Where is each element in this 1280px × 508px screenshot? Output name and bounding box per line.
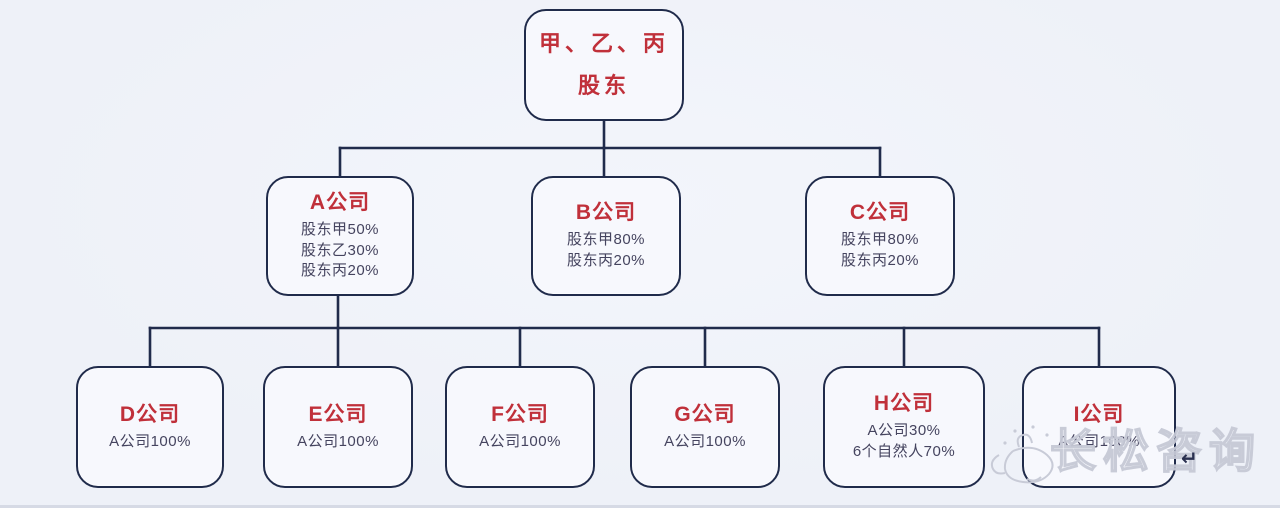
company-i-ownership-1: A公司100% xyxy=(1058,432,1140,450)
company-e-title: E公司 xyxy=(308,402,368,426)
company-g-ownership-1: A公司100% xyxy=(664,432,746,450)
company-b-ownership-2: 股东丙20% xyxy=(566,252,646,270)
bottom-edge-divider xyxy=(0,505,1280,508)
node-company-g: G公司 A公司100% xyxy=(630,366,780,488)
company-a-ownership-2: 股东乙30% xyxy=(300,241,380,259)
root-title-line-2: 股东 xyxy=(577,73,630,98)
company-c-title: C公司 xyxy=(849,201,911,225)
company-c-ownership-1: 股东甲80% xyxy=(840,231,920,249)
company-a-ownership-3: 股东丙20% xyxy=(300,262,380,280)
node-company-e: E公司 A公司100% xyxy=(263,366,413,488)
company-h-title: H公司 xyxy=(873,392,935,416)
company-h-ownership-2: 6个自然人70% xyxy=(852,443,956,461)
node-company-f: F公司 A公司100% xyxy=(445,366,595,488)
node-shareholders-root: 甲、乙、丙 股东 xyxy=(524,9,684,121)
company-c-ownership-2: 股东丙20% xyxy=(840,252,920,270)
company-f-ownership-1: A公司100% xyxy=(479,432,561,450)
company-b-title: B公司 xyxy=(575,201,637,225)
company-h-ownership-1: A公司30% xyxy=(867,422,941,440)
company-a-title: A公司 xyxy=(309,190,371,214)
company-d-title: D公司 xyxy=(119,402,181,426)
company-f-title: F公司 xyxy=(491,402,549,426)
node-company-d: D公司 A公司100% xyxy=(76,366,224,488)
company-i-title: I公司 xyxy=(1073,402,1125,426)
root-title-line-1: 甲、乙、丙 xyxy=(538,31,669,57)
node-company-c: C公司 股东甲80% 股东丙20% xyxy=(805,176,955,296)
company-b-ownership-1: 股东甲80% xyxy=(566,231,646,249)
company-e-ownership-1: A公司100% xyxy=(297,432,379,450)
node-company-a: A公司 股东甲50% 股东乙30% 股东丙20% xyxy=(266,176,414,296)
node-company-i: I公司 A公司100% xyxy=(1022,366,1176,488)
node-company-b: B公司 股东甲80% 股东丙20% xyxy=(531,176,681,296)
company-d-ownership-1: A公司100% xyxy=(109,432,191,450)
node-company-h: H公司 A公司30% 6个自然人70% xyxy=(823,366,985,488)
return-symbol: ↵ xyxy=(1181,448,1198,470)
company-g-title: G公司 xyxy=(674,402,736,426)
company-a-ownership-1: 股东甲50% xyxy=(300,221,380,239)
